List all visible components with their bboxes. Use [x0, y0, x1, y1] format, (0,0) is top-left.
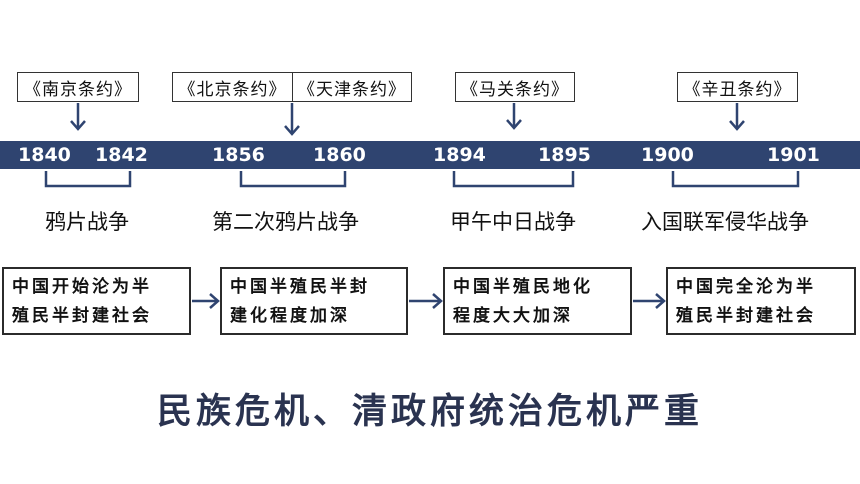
year-1840: 1840 [18, 144, 71, 166]
year-1894: 1894 [433, 144, 486, 166]
down-arrow-nanjing [70, 103, 86, 131]
stage-3-line2: 程度大大加深 [453, 306, 573, 326]
year-1842: 1842 [95, 144, 148, 166]
bracket-second-opium [239, 171, 347, 188]
stage-box-1: 中国开始沦为半 殖民半封建社会 [2, 267, 191, 335]
year-1856: 1856 [212, 144, 265, 166]
war-opium: 鸦片战争 [45, 210, 129, 234]
treaty-tianjin: 《天津条约》 [292, 72, 412, 102]
bracket-eight-nation [671, 171, 800, 188]
timeline-band [0, 141, 860, 169]
war-second-opium: 第二次鸦片战争 [212, 210, 359, 234]
treaty-maguan: 《马关条约》 [455, 72, 575, 102]
treaty-nanjing: 《南京条约》 [17, 72, 139, 102]
year-1895: 1895 [538, 144, 591, 166]
down-arrow-beijing-tianjin [284, 103, 300, 136]
right-arrow-2 [409, 293, 443, 309]
year-1900: 1900 [641, 144, 694, 166]
bracket-opium [44, 171, 132, 188]
down-arrow-xinchou [729, 103, 745, 131]
year-1901: 1901 [767, 144, 820, 166]
treaty-xinchou: 《辛丑条约》 [677, 72, 798, 102]
stage-box-2: 中国半殖民半封 建化程度加深 [220, 267, 408, 335]
stage-4-line1: 中国完全沦为半 [676, 277, 816, 297]
war-sino-japanese: 甲午中日战争 [450, 210, 576, 234]
stage-2-line2: 建化程度加深 [230, 306, 350, 326]
bracket-sino-japanese [452, 171, 575, 188]
year-1860: 1860 [313, 144, 366, 166]
stage-3-line1: 中国半殖民地化 [453, 277, 593, 297]
conclusion-text: 民族危机、清政府统治危机严重 [156, 391, 703, 432]
down-arrow-maguan [506, 103, 522, 130]
stage-box-4: 中国完全沦为半 殖民半封建社会 [666, 267, 856, 335]
stage-1-line2: 殖民半封建社会 [12, 306, 152, 326]
stage-4-line2: 殖民半封建社会 [676, 306, 816, 326]
right-arrow-3 [633, 293, 666, 309]
stage-box-3: 中国半殖民地化 程度大大加深 [443, 267, 632, 335]
treaty-beijing: 《北京条约》 [172, 72, 293, 102]
war-eight-nation: 入国联军侵华战争 [641, 210, 809, 234]
right-arrow-1 [192, 293, 220, 309]
stage-1-line1: 中国开始沦为半 [12, 277, 152, 297]
stage-2-line1: 中国半殖民半封 [230, 277, 370, 297]
